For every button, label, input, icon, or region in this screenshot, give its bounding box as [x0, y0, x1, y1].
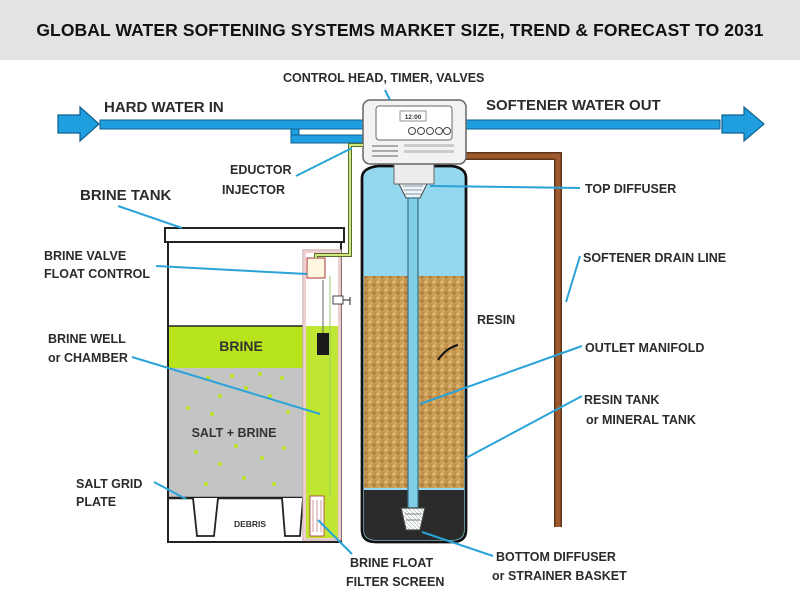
- control-button-icon: [443, 127, 451, 135]
- injector-label: INJECTOR: [222, 183, 285, 197]
- eductor-label: EDUCTOR: [230, 163, 292, 177]
- leader-salt-grid: [153, 481, 187, 500]
- control-button-icon: [426, 127, 434, 135]
- filter-screen-label: FILTER SCREEN: [346, 575, 444, 589]
- bottom-diffuser: [400, 507, 426, 531]
- leader-outlet-manifold: [419, 345, 583, 405]
- salt-brine-text: SALT + BRINE: [192, 426, 277, 440]
- top-diffuser-label: TOP DIFFUSER: [585, 182, 676, 196]
- debris-text: DEBRIS: [234, 519, 266, 529]
- outlet-arrow-icon: [721, 105, 765, 143]
- brine-well: [302, 249, 342, 541]
- hard-water-in-label: HARD WATER IN: [104, 99, 224, 116]
- leader-resin-tank: [465, 395, 583, 459]
- leader-top-diffuser: [429, 185, 581, 189]
- leader-lines: [117, 89, 583, 557]
- bottom-diffuser-label: BOTTOM DIFFUSER: [496, 550, 616, 564]
- leader-bottom-diffuser: [421, 531, 494, 557]
- control-button-icon: [435, 127, 443, 135]
- leader-brine-tank: [117, 205, 183, 229]
- page-title: GLOBAL WATER SOFTENING SYSTEMS MARKET SI…: [36, 19, 764, 40]
- mineral-tank-label: or MINERAL TANK: [586, 413, 696, 427]
- softener-water-out-label: SOFTENER WATER OUT: [486, 97, 661, 114]
- resin-label: RESIN: [477, 313, 515, 327]
- drain-line-label: SOFTENER DRAIN LINE: [583, 251, 726, 265]
- brine-line: [314, 143, 363, 258]
- brine-text: BRINE: [219, 338, 263, 354]
- leader-brine-valve: [155, 265, 308, 275]
- leader-control-head: [384, 89, 391, 101]
- timer-readout: 12:00: [405, 114, 422, 121]
- leader-eductor: [295, 147, 353, 177]
- control-head-label: CONTROL HEAD, TIMER, VALVES: [283, 71, 484, 85]
- inlet-arrow-icon: [57, 105, 100, 143]
- brine-valve-label: BRINE VALVE: [44, 249, 126, 263]
- resin-tank-label: RESIN TANK: [584, 393, 659, 407]
- control-button-icon: [417, 127, 425, 135]
- strainer-basket-label: or STRAINER BASKET: [492, 569, 627, 583]
- brine-well-label: BRINE WELL: [48, 332, 126, 346]
- outlet-manifold-label: OUTLET MANIFOLD: [585, 341, 704, 355]
- leader-brine-float: [317, 519, 353, 555]
- title-bar: GLOBAL WATER SOFTENING SYSTEMS MARKET SI…: [0, 0, 800, 60]
- eductor-branch-pipe: [290, 128, 367, 144]
- float-control-label: FLOAT CONTROL: [44, 267, 150, 281]
- salt-grid-label: SALT GRID: [76, 477, 142, 491]
- salt-particles: [186, 372, 290, 486]
- control-buttons: [408, 127, 451, 135]
- leader-brine-well: [131, 356, 321, 415]
- brine-float-label: BRINE FLOAT: [350, 556, 433, 570]
- brine-tank-label: BRINE TANK: [80, 187, 172, 204]
- leader-drain-line: [565, 255, 581, 303]
- timer-display: 12:00: [375, 105, 453, 141]
- resin-flow-mark: [437, 344, 459, 361]
- brine-float: [317, 280, 329, 355]
- softener-drain-line: [462, 152, 562, 527]
- salt-grid-plate-label: PLATE: [76, 495, 116, 509]
- control-button-icon: [408, 127, 416, 135]
- outlet-manifold-tube: [407, 197, 419, 509]
- brine-chamber-label: or CHAMBER: [48, 351, 128, 365]
